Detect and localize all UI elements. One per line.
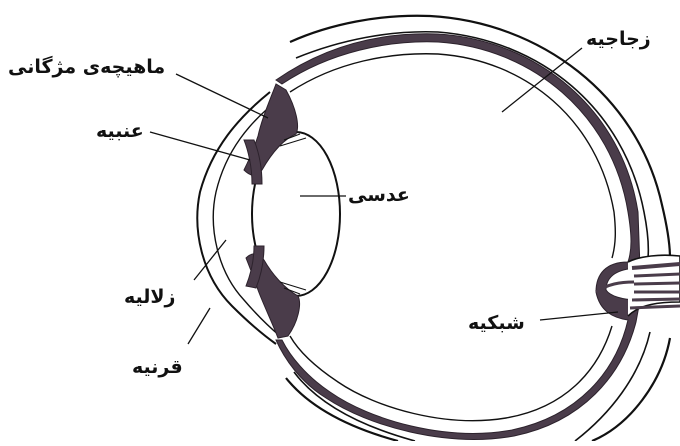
leader-ciliary-muscle [176, 74, 268, 118]
label-aqueous-humor: زلالیه [124, 288, 176, 307]
label-lens: عدسی [346, 186, 412, 205]
leader-retina [540, 312, 618, 320]
label-ciliary-muscle: ماهیچه‌ی مژگانی [8, 58, 165, 77]
sclera-inner [294, 32, 650, 441]
sclera-outer [286, 16, 670, 441]
label-iris: عنبیه [96, 122, 144, 141]
leader-cornea [188, 308, 210, 344]
label-cornea: قرنیه [132, 358, 183, 377]
label-retina: شبکیه [466, 314, 527, 333]
label-vitreous: زجاجیه [586, 30, 651, 49]
